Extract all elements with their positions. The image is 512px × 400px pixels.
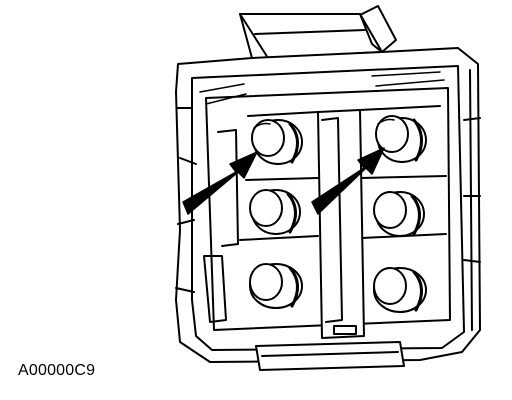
pin-r3c1 (249, 263, 303, 309)
arrow-pin-r1c2 (311, 147, 385, 215)
pin-r1c1 (251, 119, 303, 165)
connector-latch (239, 5, 397, 59)
pin-r2c1 (249, 189, 301, 235)
pin-r3c2 (373, 267, 427, 313)
side-wall (203, 129, 239, 323)
figure-label: A00000C9 (18, 362, 96, 379)
pin-r1c2 (375, 115, 427, 163)
connector-lower-tab (255, 341, 405, 371)
center-divider (239, 105, 447, 339)
arrow-pin-r1c1 (182, 151, 258, 215)
pin-r2c2 (373, 191, 425, 237)
